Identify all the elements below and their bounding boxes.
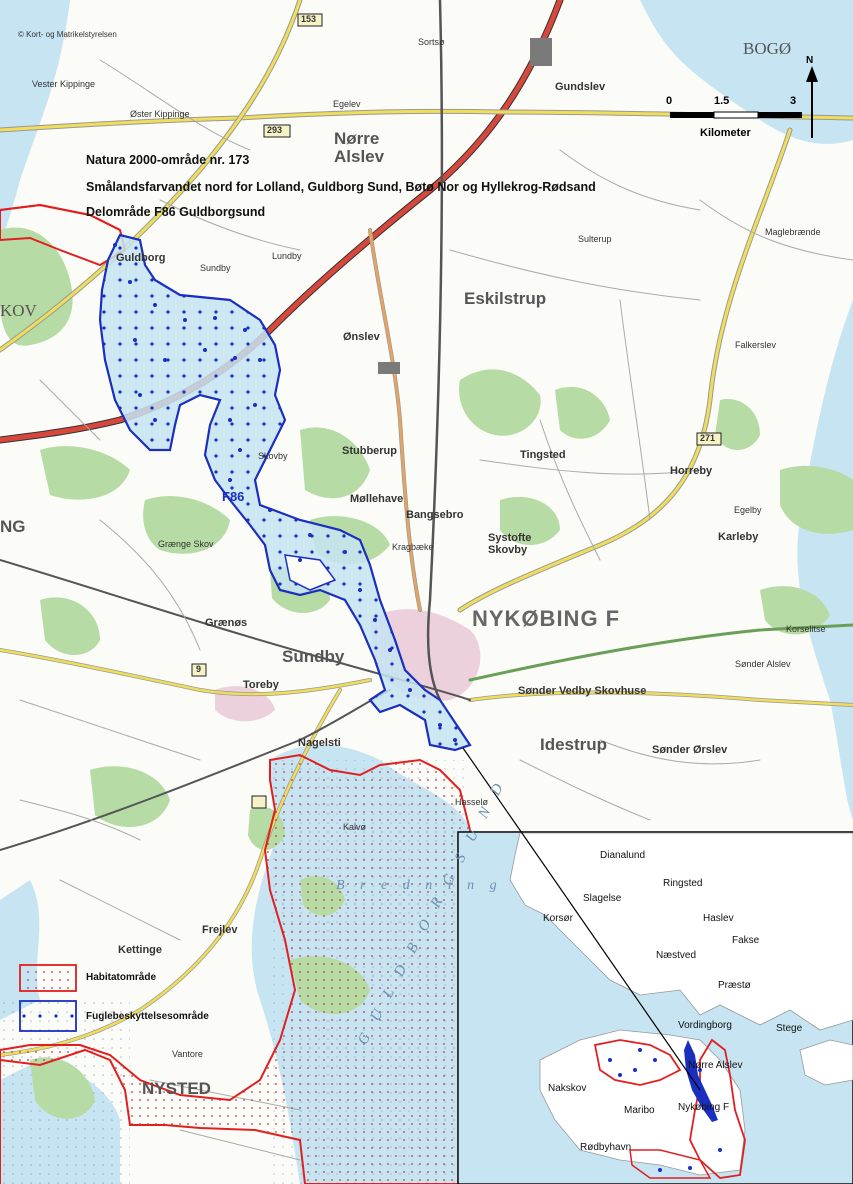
place-nysted: NYSTED xyxy=(142,1079,211,1098)
place-norre-alslev: Nørre Alslev xyxy=(334,129,385,166)
inset-label-dianalund: Dianalund xyxy=(600,850,646,861)
place-sonder-vedby: Sønder Vedby Skovhuse xyxy=(518,685,647,697)
place-karleby: Karleby xyxy=(718,531,759,543)
place-gundslev: Gundslev xyxy=(555,81,606,93)
place-kragbaeke: Kragbæke xyxy=(392,542,434,552)
place-vester-kippinge: Vester Kippinge xyxy=(32,79,96,89)
inset-label-nakskov: Nakskov xyxy=(548,1083,587,1094)
inset-label-rodbyhavn: Rødbyhavn xyxy=(580,1142,632,1153)
north-arrow-icon: N xyxy=(806,55,814,66)
inset-label-haslev: Haslev xyxy=(703,913,734,924)
legend-bird-label: Fuglebeskyttelsesområde xyxy=(86,1011,209,1022)
place-sonder-alslev: Sønder Alslev xyxy=(735,659,791,669)
place-onslev: Ønslev xyxy=(343,331,380,343)
place-egelby: Egelby xyxy=(734,505,762,515)
inset-label-slagelse: Slagelse xyxy=(583,893,622,904)
place-sortso: Sortsø xyxy=(418,37,445,47)
place-vantore: Vantore xyxy=(172,1049,203,1059)
place-tingsted: Tingsted xyxy=(520,449,566,461)
place-mollehave: Møllehave xyxy=(350,493,404,505)
place-graenos: Grænøs xyxy=(205,617,248,629)
place-ng: NG xyxy=(0,517,26,536)
place-toreby: Toreby xyxy=(243,679,279,691)
scale-label-end: 3 xyxy=(790,95,797,107)
place-falkerslev: Falkerslev xyxy=(735,340,777,350)
place-bogo: BOGØ xyxy=(743,39,792,58)
legend-habitat-swatch xyxy=(19,964,77,992)
place-kov: KOV xyxy=(0,301,37,320)
place-eskilstrup: Eskilstrup xyxy=(464,289,547,308)
place-nagelsti: Nagelsti xyxy=(298,737,341,749)
road-number-271: 271 xyxy=(700,433,716,443)
place-maglebrande: Maglebrænde xyxy=(765,227,821,237)
copyright-text: © Kort- og Matrikelstyrelsen xyxy=(18,30,117,39)
bird-protection-area-f86 xyxy=(98,233,472,752)
area-label-f86: F86 xyxy=(222,489,245,504)
scale-unit: Kilometer xyxy=(700,127,751,139)
inset-label-ringsted: Ringsted xyxy=(663,878,703,889)
place-sundby-north: Sundby xyxy=(200,263,231,273)
inset-label-maribo: Maribo xyxy=(624,1105,655,1116)
map-title-line3: Delområde F86 Guldborgsund xyxy=(86,205,266,219)
place-egelev: Egelev xyxy=(333,99,361,109)
place-idestrup: Idestrup xyxy=(540,735,608,754)
road-number-9: 9 xyxy=(196,664,202,674)
place-graenge: Grænge Skov xyxy=(158,539,214,549)
ne-water xyxy=(640,0,853,144)
map-title-line2: Smålandsfarvandet nord for Lolland, Guld… xyxy=(86,180,596,194)
scale-label-zero: 0 xyxy=(666,95,673,107)
inset-label-nykobing: Nykøbing F xyxy=(678,1102,730,1113)
inset-label-stege: Stege xyxy=(776,1023,803,1034)
scale-label-mid: 1.5 xyxy=(714,95,730,107)
legend-habitat-label: Habitatområde xyxy=(86,972,157,983)
inset-label-vordingborg: Vordingborg xyxy=(678,1020,732,1031)
place-frejlev: Frejlev xyxy=(202,924,238,936)
place-nykobing: NYKØBING F xyxy=(472,606,621,631)
inset-label-norre-alslev: Nørre Alslev xyxy=(688,1060,743,1071)
place-oster-kippinge: Øster Kippinge xyxy=(130,109,190,119)
inset-label-praesto: Præstø xyxy=(718,980,751,991)
legend-bird-swatch xyxy=(19,1000,77,1032)
place-sundby: Sundby xyxy=(282,647,345,666)
inset-label-naestved: Næstved xyxy=(656,950,697,961)
inset-map xyxy=(459,747,853,1183)
place-bangsebro: Bangsebro xyxy=(406,509,464,521)
place-hasselo: Hasselø xyxy=(455,797,489,807)
road-number-153: 153 xyxy=(301,14,317,24)
place-systofte: Systofte Skovby xyxy=(488,532,532,556)
place-lundby: Lundby xyxy=(272,251,302,261)
place-sulterup: Sulterup xyxy=(578,234,612,244)
place-stubberup: Stubberup xyxy=(342,445,397,457)
inset-label-korsor: Korsør xyxy=(543,913,573,924)
scale-bar xyxy=(670,66,818,138)
place-kalvo: Kalvø xyxy=(343,822,367,832)
inset-label-faxe: Fakse xyxy=(732,935,760,946)
place-kettinge: Kettinge xyxy=(118,944,162,956)
place-sonder-orslev: Sønder Ørslev xyxy=(652,744,728,756)
place-skovby: Skovby xyxy=(258,451,288,461)
water-label-bredning: B r e d n i n g xyxy=(336,878,503,893)
map-title-line1: Natura 2000-område nr. 173 xyxy=(86,153,250,167)
place-korselitse: Korselitse xyxy=(786,624,826,634)
place-guldborg: Guldborg xyxy=(116,252,166,264)
road-number-293: 293 xyxy=(267,125,283,135)
place-horreby: Horreby xyxy=(670,465,713,477)
